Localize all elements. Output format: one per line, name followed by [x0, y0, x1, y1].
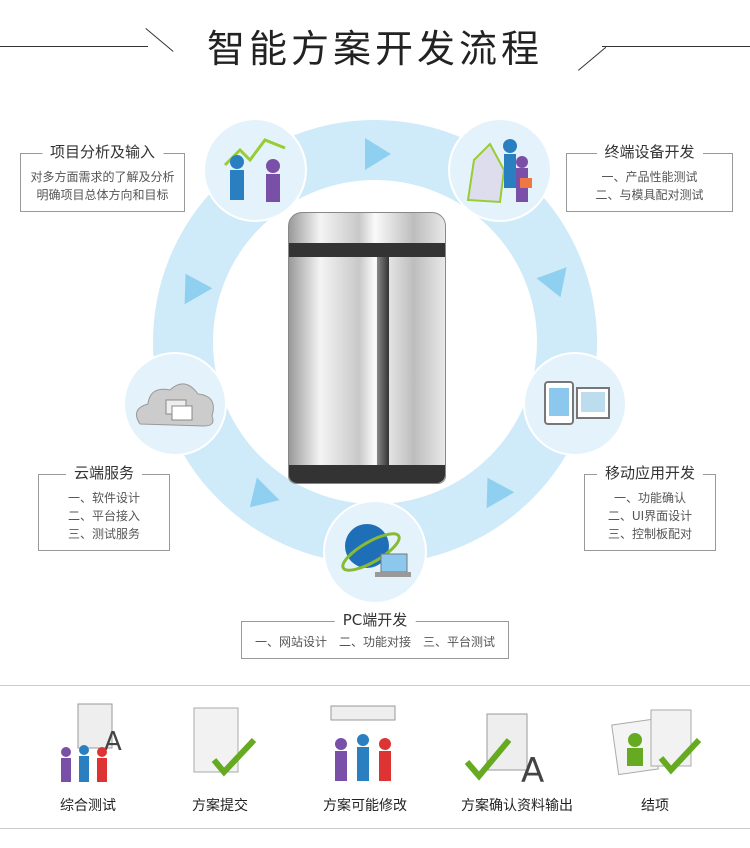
device-development-icon	[448, 118, 552, 222]
stage-title: 终端设备开发	[596, 143, 703, 161]
divider	[0, 828, 750, 829]
analysis-people-chart-icon	[203, 118, 307, 222]
cloud-folders-icon	[123, 352, 227, 456]
mobile-app-icon	[523, 352, 627, 456]
can-base	[289, 465, 445, 483]
divider	[0, 685, 750, 686]
stage-line: 一、软件设计	[67, 491, 140, 505]
stage-title: 云端服务	[65, 464, 143, 482]
title-line-left	[0, 46, 148, 47]
stage-box-pc: PC端开发 一、网站设计 二、功能对接 三、平台测试	[241, 611, 509, 659]
stage-line: 二、平台接入	[67, 509, 140, 523]
svg-text:A: A	[521, 751, 544, 790]
stage-line: 一、功能确认	[613, 491, 686, 505]
stage-title: 移动应用开发	[596, 464, 704, 482]
stage-line: 一、产品性能测试	[601, 170, 698, 184]
title-line-right	[602, 46, 750, 47]
step-label: 结项	[641, 798, 669, 814]
stage-line: 对多方面需求的了解及分析	[30, 170, 175, 184]
arrow-icon	[365, 138, 391, 170]
stage-line: 三、控制板配对	[607, 527, 692, 541]
stage-box-analysis: 项目分析及输入 对多方面需求的了解及分析 明确项目总体方向和目标	[20, 143, 185, 212]
can-lid-band	[289, 243, 445, 257]
step-confirm-output: A 方案确认资料输出	[452, 700, 582, 814]
document-check-icon	[193, 707, 257, 777]
stage-line: 二、UI界面设计	[607, 509, 693, 523]
stage-title: 项目分析及输入	[41, 143, 164, 161]
document-check-a-icon: A	[464, 713, 544, 791]
pc-globe-laptop-icon	[323, 500, 427, 604]
stage-box-device: 终端设备开发 一、产品性能测试 二、与模具配对测试	[566, 143, 733, 212]
step-proposal-submit: 方案提交	[160, 700, 280, 814]
step-label: 方案提交	[192, 798, 248, 814]
step-label: 方案确认资料输出	[461, 798, 573, 814]
step-label: 方案可能修改	[323, 798, 407, 814]
team-document-icon: A	[61, 703, 122, 782]
step-label: 综合测试	[60, 798, 116, 814]
step-proposal-revise: 方案可能修改	[305, 700, 425, 814]
stage-box-mobile: 移动应用开发 一、功能确认 二、UI界面设计 三、控制板配对	[584, 464, 716, 551]
stage-line: 三、测试服务	[67, 527, 140, 541]
stage-box-cloud: 云端服务 一、软件设计 二、平台接入 三、测试服务	[38, 464, 170, 551]
stage-line: 明确项目总体方向和目标	[36, 188, 169, 202]
stage-title: PC端开发	[334, 611, 416, 629]
stage-line: 二、与模具配对测试	[595, 188, 704, 202]
can-edge	[377, 257, 389, 473]
step-comprehensive-test: A 综合测试	[28, 700, 148, 814]
step-close-project: 结项	[595, 700, 715, 814]
svg-text:A: A	[104, 727, 122, 757]
stage-line: 一、网站设计 二、功能对接 三、平台测试	[254, 635, 495, 649]
smart-trash-can-image	[288, 212, 446, 484]
team-checklist-icon	[330, 705, 396, 781]
person-document-check-icon	[611, 709, 702, 776]
page-title: 智能方案开发流程	[206, 27, 543, 71]
